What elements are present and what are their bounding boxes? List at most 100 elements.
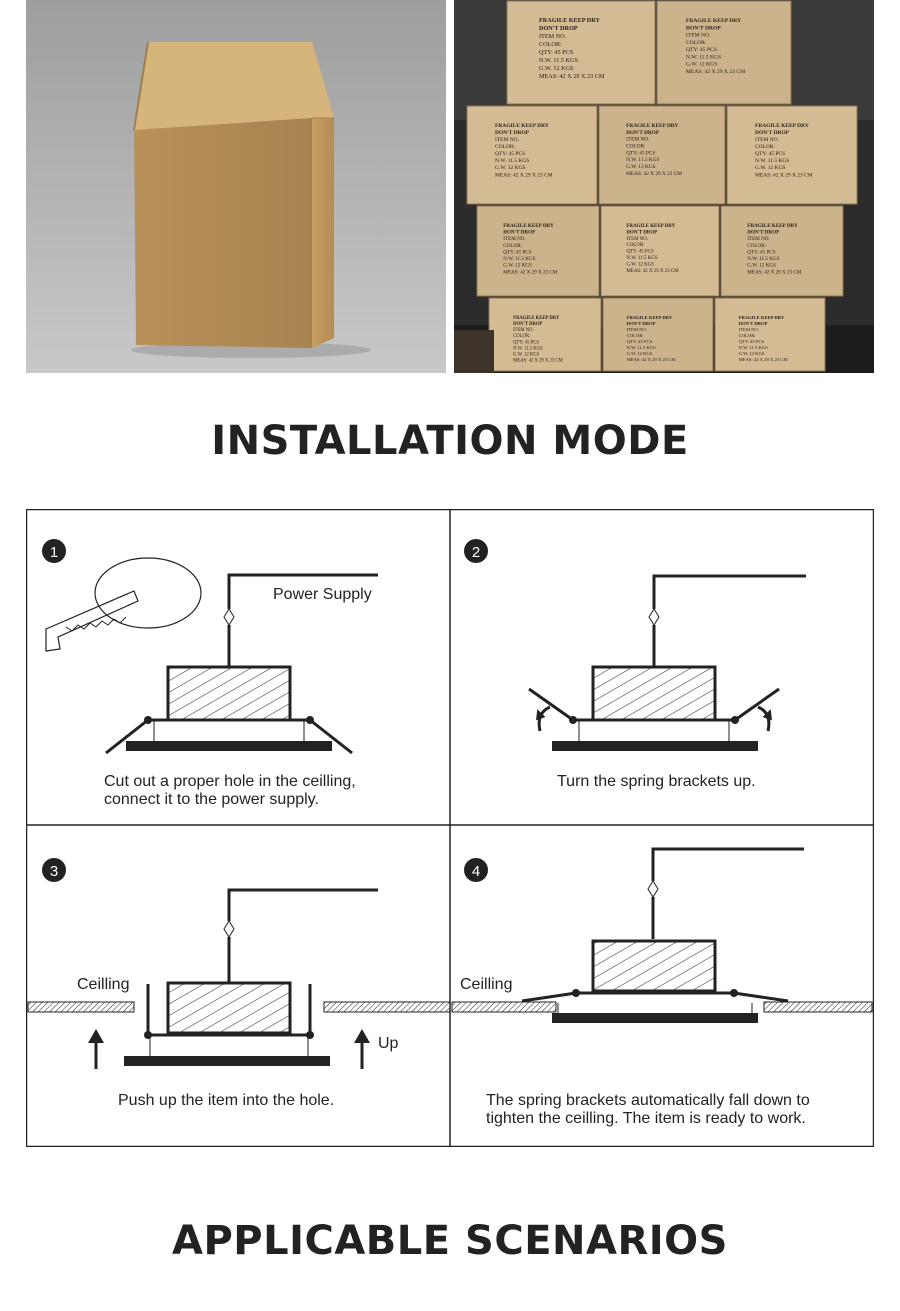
zoom-ellipse bbox=[94, 557, 202, 629]
ceiling-left bbox=[27, 1001, 135, 1013]
box-marking-text: COLOR: bbox=[627, 334, 644, 339]
box-marking-text: MEAS: 42 X 29 X 23 CM bbox=[755, 172, 813, 178]
box-marking-text: QTY: 45 PCS bbox=[755, 151, 785, 157]
box-marking-text: COLOR: bbox=[626, 243, 644, 248]
step-3-ceiling-label: Ceilling bbox=[77, 976, 129, 993]
box-marking-text: FRAGILE KEEP DRY bbox=[739, 316, 785, 321]
box-marking-text: G.W. 12 KGS bbox=[626, 262, 654, 267]
box-marking-text: COLOR: bbox=[495, 144, 515, 150]
step-2-panel: 2 Turn the spring brackets up. bbox=[464, 539, 806, 790]
box-marking-text: COLOR: bbox=[539, 41, 562, 48]
step-1-caption-line1: Cut out a proper hole in the ceilling, bbox=[104, 773, 356, 790]
box-marking-text: FRAGILE KEEP DRY bbox=[513, 316, 560, 321]
box-marking-text: MEAS: 42 X 29 X 23 CM bbox=[626, 171, 682, 177]
box-marking-text: MEAS: 42 X 29 X 23 CM bbox=[495, 172, 553, 178]
box-marking-text: ITEM NO. bbox=[539, 33, 567, 40]
box-marking-text: DON'T DROP bbox=[626, 130, 660, 136]
box-marking-text: COLOR: bbox=[755, 144, 775, 150]
box-marking-text: QTY: 45 PCS bbox=[739, 340, 765, 345]
saw-icon bbox=[45, 590, 139, 652]
box-marking-text: ITEM NO. bbox=[503, 236, 526, 242]
box-marking-text: DON'T DROP bbox=[739, 322, 768, 327]
box-marking-text: G.W. 12 KGS bbox=[747, 263, 776, 269]
box-marking-text: DON'T DROP bbox=[626, 230, 657, 235]
box-marking-text: MEAS: 42 X 29 X 23 CM bbox=[503, 269, 558, 275]
step-1-caption-line2: connect it to the power supply. bbox=[104, 791, 319, 808]
box-marking-text: N.W. 11.5 KGS bbox=[755, 158, 789, 164]
step-4-ceiling-label: Ceilling bbox=[460, 976, 512, 993]
box-marking-text: DON'T DROP bbox=[755, 130, 790, 136]
box-marking-text: G.W. 12 KGS bbox=[739, 352, 765, 357]
box-marking-text: COLOR: bbox=[626, 143, 646, 149]
step-1-number: 1 bbox=[50, 544, 58, 561]
step-4-caption-line2: tighten the ceilling. The item is ready … bbox=[486, 1110, 806, 1127]
installation-diagram: 1 Power Supply Cut out a proper hole in … bbox=[26, 509, 874, 1147]
box-marking-text: MEAS: 42 X 29 X 23 CM bbox=[686, 69, 745, 75]
box-marking-text: FRAGILE KEEP DRY bbox=[686, 18, 741, 24]
box-marking-text: FRAGILE KEEP DRY bbox=[747, 223, 798, 229]
box-marking-text: MEAS: 42 X 29 X 23 CM bbox=[539, 73, 605, 80]
box-marking-text: N.W. 11.5 KGS bbox=[626, 157, 659, 163]
step-4-caption-line1: The spring brackets automatically fall d… bbox=[486, 1092, 810, 1109]
box-marking-text: FRAGILE KEEP DRY bbox=[495, 123, 549, 129]
box-marking-text: G.W. 12 KGS bbox=[503, 263, 532, 269]
box-marking-text: COLOR: bbox=[686, 40, 707, 46]
step-4-badge bbox=[464, 858, 488, 882]
box-marking-text: ITEM NO. bbox=[626, 237, 648, 242]
step-2-number: 2 bbox=[472, 544, 480, 561]
box-marking-text: ITEM NO. bbox=[513, 328, 534, 333]
box-marking-text: ITEM NO. bbox=[755, 137, 779, 143]
box-marking-text: ITEM NO. bbox=[686, 33, 711, 39]
box-marking-text: COLOR: bbox=[739, 334, 756, 339]
box-marking-text: G.W. 12 KGS bbox=[539, 65, 574, 72]
box-marking-text: N.W. 11.5 KGS bbox=[627, 346, 657, 351]
box-marking-text: N.W. 11.5 KGS bbox=[513, 346, 543, 351]
box-marking-text: QTY: 45 PCS bbox=[513, 340, 539, 345]
box-marking-text: G.W. 12 KGS bbox=[755, 165, 785, 171]
ceiling-right bbox=[323, 1001, 451, 1013]
box-marking-text: ITEM NO. bbox=[626, 137, 649, 143]
box-marking-text: MEAS: 42 X 29 X 23 CM bbox=[747, 269, 802, 275]
box-marking-text: DON'T DROP bbox=[686, 25, 722, 31]
box-marking-text: FRAGILE KEEP DRY bbox=[627, 316, 673, 321]
box-marking-text: QTY: 45 PCS bbox=[626, 250, 654, 255]
box-marking-text: N.W. 11.5 KGS bbox=[739, 346, 769, 351]
box-marking-text: N.W. 11.5 KGS bbox=[495, 158, 529, 164]
box-marking-text: DON'T DROP bbox=[503, 230, 535, 236]
step-3-number: 3 bbox=[50, 863, 58, 880]
box-marking-text: FRAGILE KEEP DRY bbox=[626, 123, 678, 129]
box-marking-text: FRAGILE KEEP DRY bbox=[503, 223, 554, 229]
box-marking-text: MEAS: 42 X 29 X 23 CM bbox=[627, 358, 676, 363]
box-marking-text: ITEM NO. bbox=[747, 236, 770, 242]
box-marking-text: QTY: 45 PCS bbox=[747, 249, 775, 255]
single-box-photo bbox=[26, 0, 446, 373]
box-marking-text: COLOR: bbox=[503, 243, 522, 249]
ceiling-left-4 bbox=[451, 1001, 557, 1013]
power-supply-label: Power Supply bbox=[273, 586, 372, 603]
box-marking-text: DON'T DROP bbox=[627, 322, 656, 327]
ceiling-right-4 bbox=[763, 1001, 873, 1013]
up-label: Up bbox=[378, 1035, 399, 1052]
box-marking-text: QTY: 45 PCS bbox=[495, 151, 525, 157]
box-marking-text: DON'T DROP bbox=[539, 25, 578, 32]
box-marking-text: COLOR: bbox=[747, 243, 766, 249]
box-marking-text: ITEM NO. bbox=[739, 328, 759, 333]
box-marking-text: G.W. 12 KGS bbox=[495, 165, 525, 171]
box-marking-text: G.W. 12 KGS bbox=[686, 62, 717, 68]
box-marking-text: N.W. 11.5 KGS bbox=[626, 256, 657, 261]
box-marking-text: N.W. 11.5 KGS bbox=[503, 256, 535, 262]
box-marking-text: MEAS: 42 X 29 X 23 CM bbox=[739, 358, 788, 363]
box-marking-text: MEAS: 42 X 29 X 23 CM bbox=[626, 269, 679, 274]
box-marking-text: FRAGILE KEEP DRY bbox=[755, 123, 809, 129]
box-marking-text: G.W. 12 KGS bbox=[627, 352, 653, 357]
installation-mode-heading: INSTALLATION MODE bbox=[211, 418, 689, 464]
box-marking-text: FRAGILE KEEP DRY bbox=[539, 17, 601, 24]
